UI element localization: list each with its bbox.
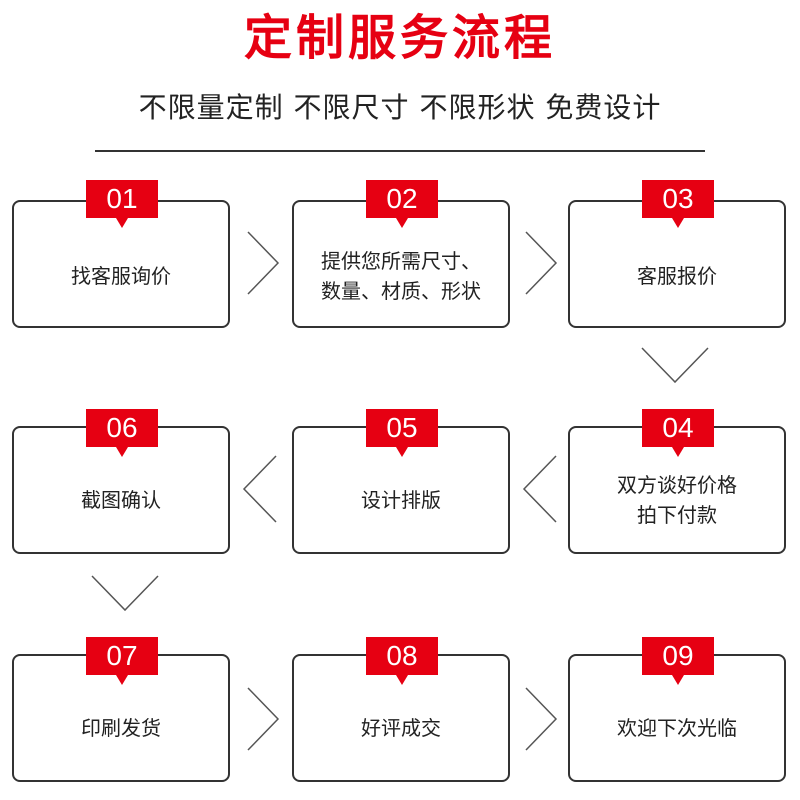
page-subtitle: 不限量定制 不限尺寸 不限形状 免费设计 [138,91,662,124]
header-divider [95,150,705,152]
step-box-06 [12,426,230,554]
step-label-08: 好评成交 [361,716,441,740]
step-label-06: 截图确认 [81,488,161,512]
chevron-down-icon [91,575,159,612]
step-number-09: 09 [642,637,714,685]
step-number-01: 01 [86,180,158,228]
step-label-04: 双方谈好价格 拍下付款 [617,473,737,527]
step-label-07: 印刷发货 [81,716,161,740]
step-number-07: 07 [86,637,158,685]
step-number-04: 04 [642,409,714,457]
chevron-left-icon [242,455,277,523]
step-label-05: 设计排版 [361,488,441,512]
step-number-03: 03 [642,180,714,228]
step-label-02: 提供您所需尺寸、 数量、材质、形状 [321,249,481,303]
step-number-05: 05 [366,409,438,457]
chevron-right-icon [525,687,558,751]
step-number-02: 02 [366,180,438,228]
step-number-06: 06 [86,409,158,457]
chevron-left-icon [522,455,557,523]
step-label-03: 客服报价 [637,264,717,288]
step-label-09: 欢迎下次光临 [617,716,737,740]
step-number-08: 08 [366,637,438,685]
chevron-right-icon [247,231,280,295]
step-label-01: 找客服询价 [71,264,171,288]
step-box-05 [292,426,510,554]
chevron-right-icon [247,687,280,751]
chevron-down-icon [641,347,709,384]
chevron-right-icon [525,231,558,295]
page-title: 定制服务流程 [243,10,556,66]
